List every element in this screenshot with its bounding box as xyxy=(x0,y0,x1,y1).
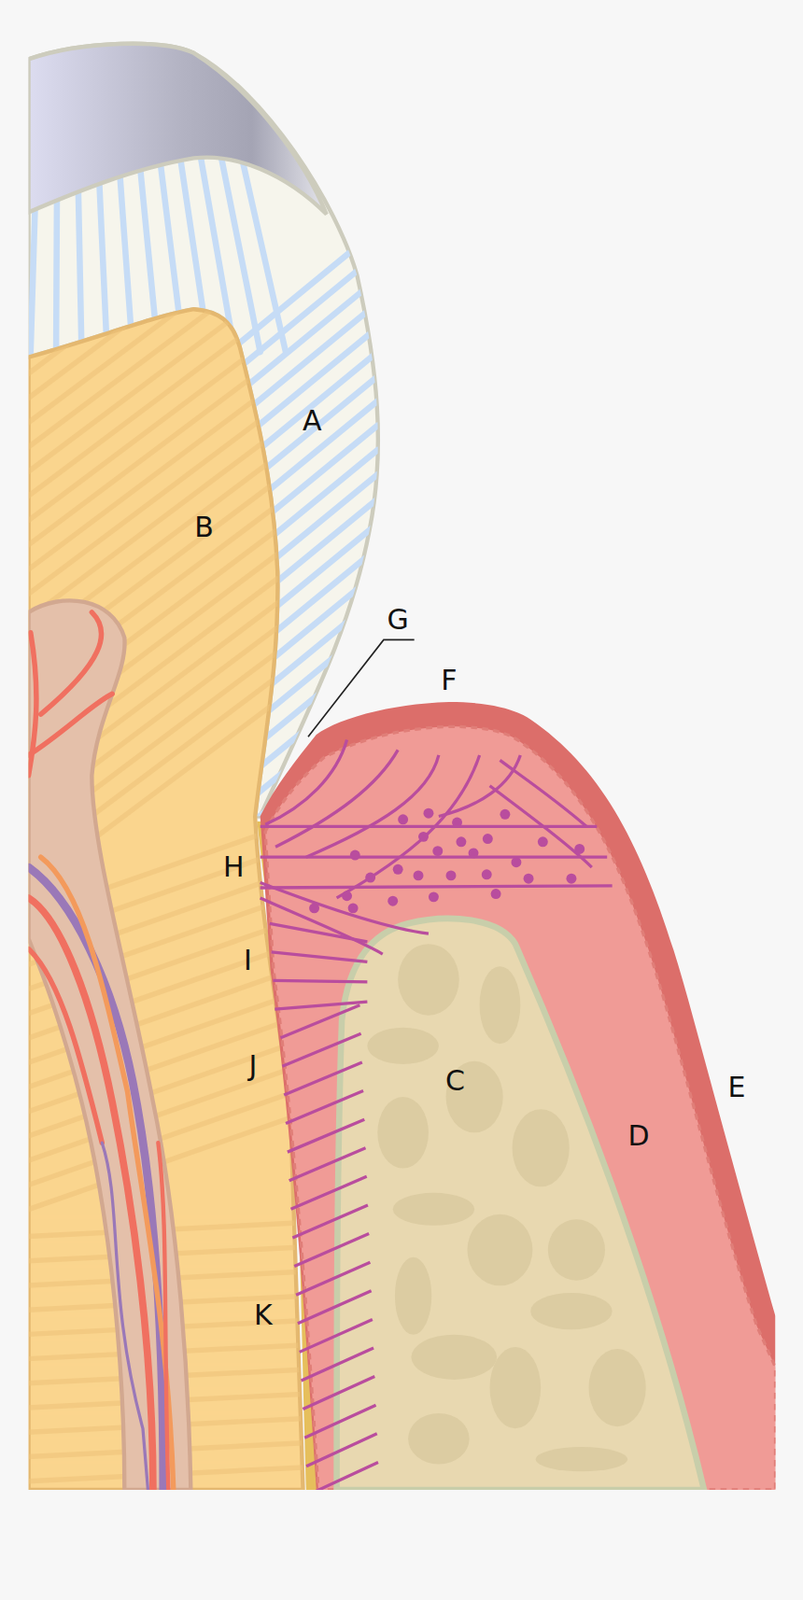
pdl-fiber xyxy=(271,952,368,962)
enamel-rod xyxy=(234,229,378,348)
part-label: G xyxy=(387,605,409,634)
dentin-tubule xyxy=(28,378,317,601)
pdl-fiber xyxy=(272,980,367,982)
dentin-tubule xyxy=(28,1109,317,1213)
dentin-tubule xyxy=(28,133,317,356)
part-label: B xyxy=(194,513,214,542)
pdl-fiber xyxy=(283,1062,363,1096)
part-label: C xyxy=(445,1067,465,1096)
dentin-tubule xyxy=(28,353,317,577)
dentin-tubule xyxy=(28,1059,317,1164)
gingiva xyxy=(265,726,775,1491)
pdl-fiber xyxy=(269,923,368,943)
pdl-fiber xyxy=(281,1005,361,1039)
dentin-tubule xyxy=(28,255,317,479)
pdl-fiber xyxy=(295,1262,370,1296)
dentin-tubule xyxy=(28,402,317,625)
pdl-fiber xyxy=(289,1148,367,1182)
enamel-rod xyxy=(234,253,378,372)
dentin-tubule xyxy=(28,280,317,503)
part-label: E xyxy=(727,1073,746,1102)
dentin-tubule xyxy=(28,1084,317,1188)
dentin-tubule xyxy=(28,108,317,331)
dentin-tubule xyxy=(28,206,317,429)
pdl-fiber xyxy=(299,1319,373,1353)
leader-line xyxy=(308,639,415,737)
pdl-fiber xyxy=(285,1091,364,1125)
part-label: F xyxy=(440,666,457,695)
dentin-tubule xyxy=(28,304,317,527)
part-label: A xyxy=(302,407,323,436)
alveolar-bone xyxy=(337,918,705,1491)
dentin-tubule xyxy=(28,84,317,307)
part-label: H xyxy=(223,853,245,882)
dentin-tubule xyxy=(28,329,317,552)
pdl-fiber xyxy=(297,1291,372,1325)
enamel-surface xyxy=(28,43,327,215)
pdl-fiber xyxy=(308,1462,379,1491)
gingival-epithelium xyxy=(260,702,776,1491)
pdl-fiber xyxy=(287,1119,365,1153)
dentin-tubule xyxy=(28,157,317,381)
part-label: D xyxy=(628,1122,650,1151)
pdl-fiber xyxy=(281,1033,361,1067)
pdl-fiber xyxy=(294,1234,369,1268)
pulp xyxy=(28,600,192,1491)
pdl-fiber xyxy=(306,1434,378,1467)
part-label: I xyxy=(243,946,253,975)
enamel-rod xyxy=(234,278,378,396)
enamel-rod xyxy=(234,303,378,422)
pdl-fiber xyxy=(301,1348,375,1381)
part-label: K xyxy=(253,1301,273,1330)
part-label: J xyxy=(249,1052,258,1081)
pdl-fiber xyxy=(302,1377,375,1410)
enamel-rod xyxy=(118,153,133,353)
pdl-fiber xyxy=(292,1205,368,1239)
pdl-fiber xyxy=(291,1176,367,1210)
pdl-fiber xyxy=(304,1405,376,1438)
dentin-tubule xyxy=(28,182,317,405)
dentin-tubule xyxy=(28,231,317,454)
